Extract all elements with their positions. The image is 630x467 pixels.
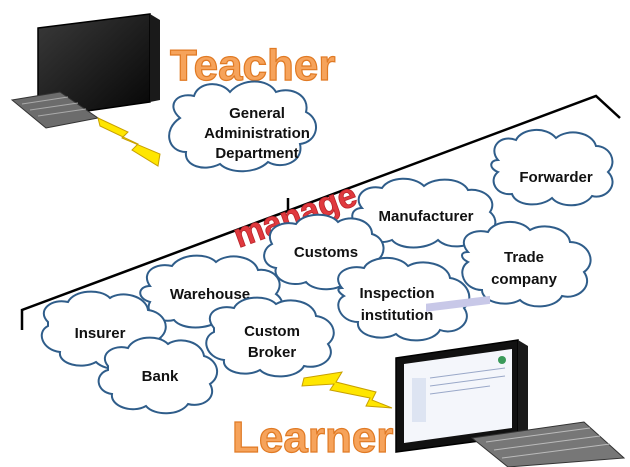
cloud-label-line: Administration — [204, 125, 310, 142]
cloud-forwarder: Forwarder — [490, 129, 614, 207]
cloud-label-line: Broker — [248, 344, 297, 361]
cloud-label-line: General — [229, 105, 285, 122]
cloud-inspection-institution: Inspection institution — [337, 257, 471, 342]
cloud-label-line: institution — [361, 307, 433, 324]
cloud-label-line: Bank — [142, 368, 179, 385]
learner-lightning-icon — [301, 371, 393, 409]
teacher-computer-icon — [10, 13, 160, 129]
cloud-trade-company: Trade company — [461, 221, 592, 308]
cloud-manufacturer: Manufacturer — [351, 177, 497, 249]
cloud-label-line: Forwarder — [519, 169, 593, 186]
cloud-label-line: Department — [215, 145, 298, 162]
learner-computer-icon — [395, 295, 626, 467]
cloud-label-line: Inspection — [359, 285, 434, 302]
cloud-label-line: Manufacturer — [378, 208, 473, 225]
group-bracket — [20, 94, 621, 330]
cloud-general-administration: General Administration Department — [168, 80, 317, 173]
cloud-label-line: Trade — [504, 249, 544, 266]
teacher-lightning-icon — [97, 117, 161, 167]
cloud-custom-broker: Custom Broker — [205, 296, 335, 378]
cloud-label-line: company — [491, 271, 558, 288]
cloud-label-line: Warehouse — [170, 286, 250, 303]
cloud-label-line: Custom — [244, 323, 300, 340]
cloud-label-line: Insurer — [75, 325, 126, 342]
cloud-label-line: Customs — [294, 244, 358, 261]
learner-label: Learner — [232, 413, 393, 462]
cloud-bank: Bank — [97, 336, 219, 415]
